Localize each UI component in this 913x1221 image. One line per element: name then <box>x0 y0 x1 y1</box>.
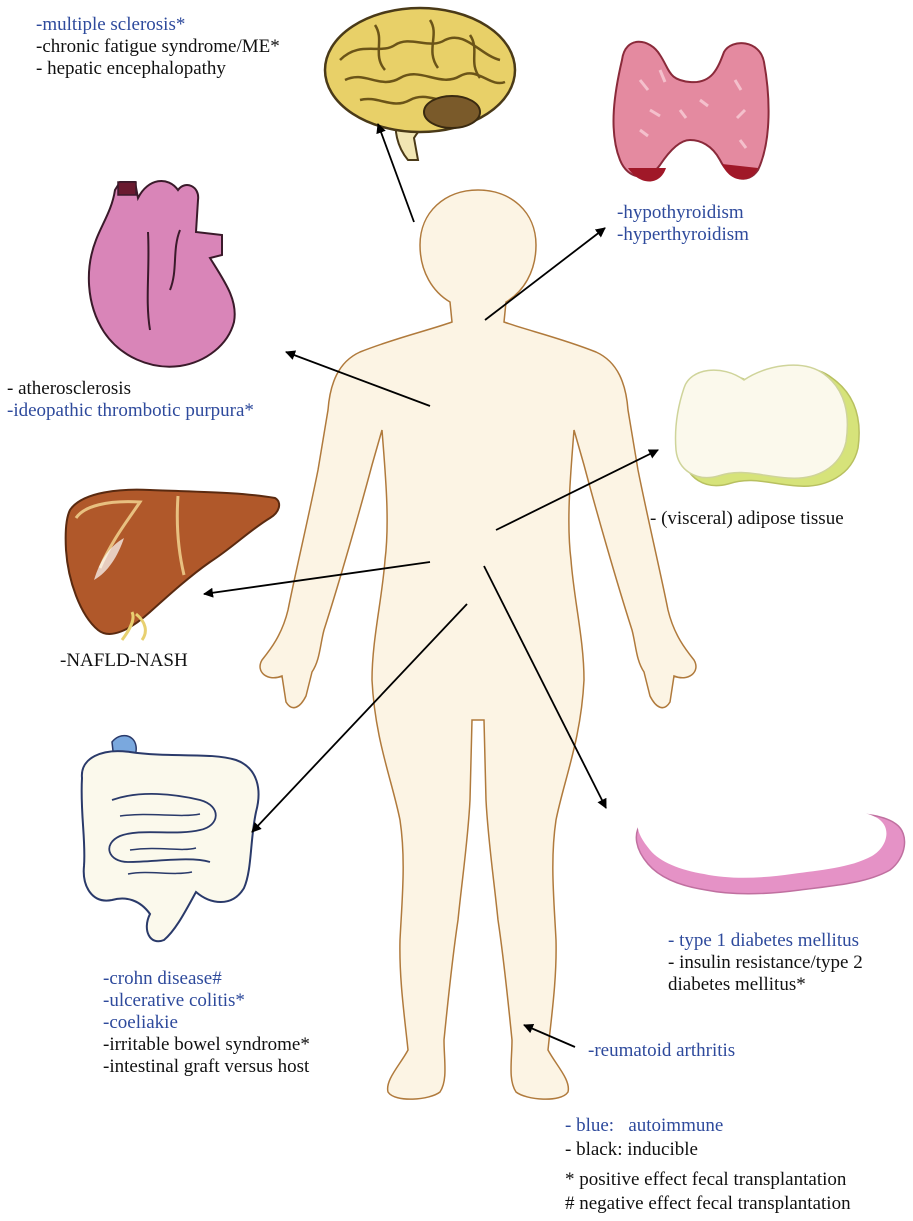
thyroid-icon <box>614 42 769 182</box>
label-hepatic-encephalopathy: - hepatic encephalopathy <box>36 58 280 80</box>
label-hypothyroidism: -hypothyroidism <box>617 202 749 224</box>
adipose-tissue-icon <box>675 365 859 486</box>
label-chronic-fatigue: -chronic fatigue syndrome/ME* <box>36 36 280 58</box>
adipose-labels: - (visceral) adipose tissue <box>650 508 844 530</box>
label-adipose-tissue: - (visceral) adipose tissue <box>650 508 844 530</box>
legend-blue-autoimmune: - blue: autoimmune <box>565 1114 851 1138</box>
legend: - blue: autoimmune - black: inducible * … <box>565 1114 851 1216</box>
label-coeliakie: -coeliakie <box>103 1012 310 1034</box>
liver-icon <box>66 490 280 640</box>
label-irritable-bowel: -irritable bowel syndrome* <box>103 1034 310 1056</box>
label-intestinal-graft: -intestinal graft versus host <box>103 1056 310 1078</box>
brain-icon <box>325 8 515 160</box>
label-multiple-sclerosis: -multiple sclerosis* <box>36 14 280 36</box>
legend-negative-note: # negative effect fecal transplantation <box>565 1192 851 1216</box>
label-insulin-resistance: - insulin resistance/type 2 <box>668 952 863 974</box>
label-atherosclerosis: - atherosclerosis <box>7 378 254 400</box>
thyroid-labels: -hypothyroidism -hyperthyroidism <box>617 202 749 246</box>
label-diabetes-mellitus: diabetes mellitus* <box>668 974 863 996</box>
label-nafld-nash: -NAFLD-NASH <box>60 650 188 672</box>
intestine-icon <box>82 736 259 942</box>
label-ideopathic-purpura: -ideopathic thrombotic purpura* <box>7 400 254 422</box>
liver-labels: -NAFLD-NASH <box>60 650 188 672</box>
label-ulcerative-colitis: -ulcerative colitis* <box>103 990 310 1012</box>
joint-labels: -reumatoid arthritis <box>588 1040 735 1062</box>
heart-icon <box>89 181 235 367</box>
brain-labels: -multiple sclerosis* -chronic fatigue sy… <box>36 14 280 80</box>
legend-black-inducible: - black: inducible <box>565 1138 851 1162</box>
heart-labels: - atherosclerosis -ideopathic thrombotic… <box>7 378 254 422</box>
label-reumatoid-arthritis: -reumatoid arthritis <box>588 1040 735 1062</box>
human-body-icon <box>260 190 696 1099</box>
label-hyperthyroidism: -hyperthyroidism <box>617 224 749 246</box>
intestine-labels: -crohn disease# -ulcerative colitis* -co… <box>103 968 310 1078</box>
pancreas-icon <box>636 809 904 893</box>
pancreas-labels: - type 1 diabetes mellitus - insulin res… <box>668 930 863 996</box>
legend-positive-note: * positive effect fecal transplantation <box>565 1168 851 1192</box>
label-type1-diabetes: - type 1 diabetes mellitus <box>668 930 863 952</box>
label-crohn-disease: -crohn disease# <box>103 968 310 990</box>
